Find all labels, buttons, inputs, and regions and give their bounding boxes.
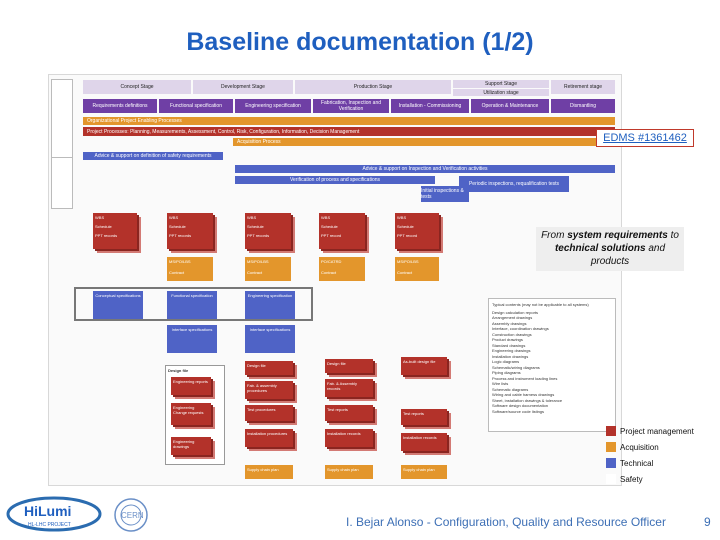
blue-doc-interface-2: Interface specifications [245,325,295,353]
orange-doc-1: MS/PO/LBS Contract [167,257,213,281]
legend-swatch-orange [606,442,616,452]
red-doc-stack-2: WBS Schedule PPT records [167,213,213,249]
stage-concept: Concept Stage [83,80,191,94]
activity-installation: Installation - Commissioning [391,99,469,113]
legend-swatch-red [606,426,616,436]
design-item-1: Engineering reports [171,377,211,395]
hilumi-logo: HiLumi HL-LHC PROJECT [6,496,102,532]
red-doc-stack-3: WBS Schedule PPT records [245,213,291,249]
initial-inspection-bar: Initial inspections & tests [421,186,469,202]
blue-doc-functional: Functional specification [167,291,217,321]
asbuilt-design-file: As-built design file [401,357,447,375]
typical-contents-list: Typical contents (may not be applicable … [488,298,616,432]
mfg-test: Test procedures [245,405,293,421]
legend: Project management Acquisition Technical… [606,423,694,487]
stage-retirement: Retirement stage [551,80,615,94]
design-item-2: Engineering Change requests [171,403,211,425]
orange-doc-3: PO/CATRD Contract [319,257,365,281]
orange-doc-4: MS/PO/LBS Contract [395,257,439,281]
activity-requirements: Requirements definitions [83,99,157,113]
periodic-inspection-bar: Periodic inspections, requalification te… [459,176,569,192]
activity-engineering: Engineering specification [235,99,311,113]
svg-text:HL-LHC PROJECT: HL-LHC PROJECT [28,522,71,528]
legend-item-technical: Technical [606,455,694,471]
prod-test-reports: Test reports [325,405,373,421]
activity-dismantling: Dismantling [551,99,615,113]
red-doc-stack-4: WBS Schedule PPT record [319,213,365,249]
edms-link[interactable]: EDMS #1361462 [596,129,694,147]
tech-advice-bar: Advice & support on Inspection and Verif… [235,165,615,173]
installation-records-2: Installation records [401,433,447,451]
test-reports-2: Test reports [401,409,447,425]
baseline-diagram: Concept Stage Development Stage Producti… [48,74,622,486]
legend-item-acquisition: Acquisition [606,439,694,455]
note-box: From system requirements to technical so… [536,227,684,271]
supply-chain-plan-2: Supply chain plan [401,465,447,479]
blue-doc-interface-1: Interface specifications [167,325,217,353]
mfg-assembly: Fab. & assembly procedures [245,381,293,399]
page-number: 9 [704,515,711,529]
blue-doc-conceptual: Conceptual specifications [93,291,143,321]
legend-item-safety: Safety [606,471,694,487]
mfg-installation: Installation procedures [245,429,293,447]
legend-swatch-blue [606,458,616,468]
acquisition-bar: Acquisition Process [233,138,615,146]
svg-text:HiLumi: HiLumi [24,503,71,519]
mfg-design-file: Design file [245,361,293,375]
footer-author: I. Bejar Alonso - Configuration, Quality… [346,515,666,529]
prod-installation-records: Installation records [325,429,373,447]
prod-design-file: Design file [325,359,373,373]
prod-supply: Supply chain plan [325,465,373,479]
project-processes-bar: Project Processes: Planning, Measurement… [83,127,615,136]
left-label-strip-lower [51,157,73,209]
blue-doc-engineering: Engineering specification [245,291,295,321]
red-doc-stack-5: WBS Schedule PPT record [395,213,439,249]
legend-item-project-management: Project management [606,423,694,439]
org-enabling-bar: Organizational Project Enabling Processe… [83,117,615,125]
activity-fabrication: Fabrication, Inspection and Verification [313,99,389,113]
highlight-callout-box [74,287,313,321]
activity-functional: Functional specification [159,99,233,113]
prod-assembly-records: Fab. & Assembly records [325,379,373,397]
orange-doc-2: MS/PO/LBS Contract [245,257,291,281]
stage-production: Production Stage [295,80,451,94]
red-doc-stack-1: WBS Schedule PPT records [93,213,137,249]
legend-swatch-white [606,474,616,484]
cern-logo: CERN [114,498,148,532]
stage-utilization: Utilization stage [453,89,549,96]
stage-support: Support Stage [453,80,549,88]
design-item-3: Engineering drawings [171,437,211,455]
safety-advice-bar: Advice & support on definition of safety… [83,152,223,160]
stage-development: Development Stage [193,80,293,94]
tech-verification-bar: Verification of process and specificatio… [235,176,435,184]
mfg-supply: Supply chain plan [245,465,293,479]
svg-text:CERN: CERN [121,511,144,520]
slide-title: Baseline documentation (1/2) [186,28,534,56]
activity-operation: Operation & Maintenance [471,99,549,113]
